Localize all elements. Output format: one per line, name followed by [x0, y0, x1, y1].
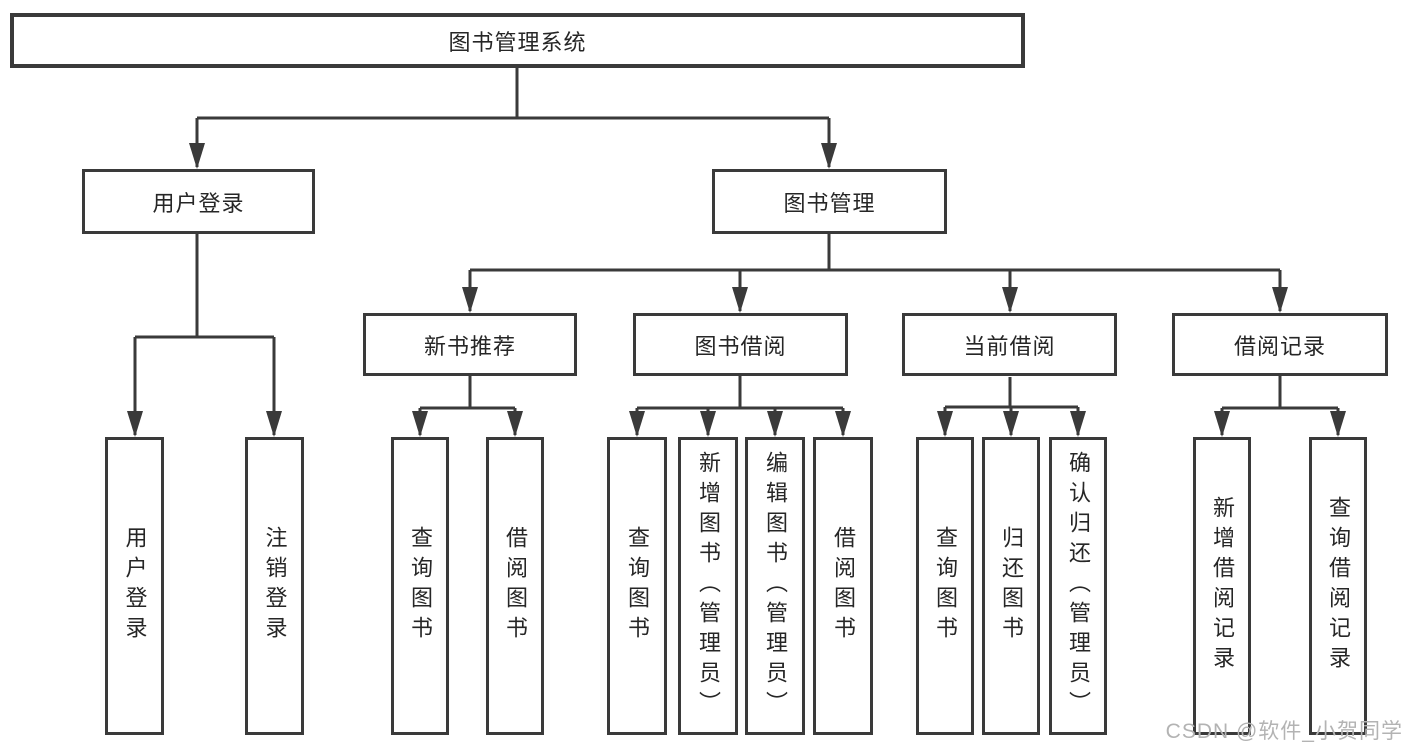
node-library-management-system-label: 图书管理系统	[448, 29, 587, 55]
node-current-borrow-label: 当前借阅	[963, 333, 1056, 359]
leaf-user-login-label: 用户登录	[122, 526, 148, 646]
leaf-confirm-return-admin: 确认归还（管理员）	[1049, 437, 1107, 735]
leaf-return-books: 归还图书	[982, 437, 1040, 735]
leaf-add-books-admin: 新增图书（管理员）	[678, 437, 738, 735]
node-borrow-records: 借阅记录	[1172, 313, 1388, 376]
leaf-add-borrow-record: 新增借阅记录	[1193, 437, 1251, 735]
leaf-recommend-borrow-books: 借阅图书	[486, 437, 544, 735]
leaf-user-login: 用户登录	[105, 437, 164, 735]
node-current-borrow: 当前借阅	[902, 313, 1117, 376]
leaf-borrow-query-books: 查询图书	[607, 437, 667, 735]
connector-records-children	[1214, 376, 1346, 437]
node-book-borrow: 图书借阅	[633, 313, 848, 376]
node-user-login: 用户登录	[82, 169, 315, 234]
leaf-recommend-borrow-books-label: 借阅图书	[503, 526, 528, 646]
leaf-return-books-label: 归还图书	[999, 526, 1024, 646]
node-book-management: 图书管理	[712, 169, 947, 234]
connector-borrow-children	[629, 376, 851, 437]
node-new-book-recommend: 新书推荐	[363, 313, 577, 376]
leaf-edit-books-admin: 编辑图书（管理员）	[745, 437, 805, 735]
node-new-book-recommend-label: 新书推荐	[423, 333, 516, 359]
leaf-recommend-query-books-label: 查询图书	[408, 526, 433, 646]
leaf-edit-books-admin-label: 编辑图书（管理员）	[763, 451, 788, 721]
node-library-management-system: 图书管理系统	[10, 13, 1025, 68]
watermark: CSDN @软件_小贺同学	[1165, 720, 1403, 743]
node-user-login-label: 用户登录	[152, 190, 245, 216]
leaf-recommend-query-books: 查询图书	[391, 437, 449, 735]
connector-recommend-children	[412, 376, 523, 437]
node-borrow-records-label: 借阅记录	[1233, 333, 1326, 359]
leaf-borrow-books: 借阅图书	[813, 437, 873, 735]
node-book-borrow-label: 图书借阅	[694, 333, 787, 359]
leaf-borrow-books-label: 借阅图书	[831, 526, 856, 646]
connector-current-borrow-children	[937, 377, 1086, 437]
connector-user-login-children	[127, 234, 282, 437]
connector-root-to-level2	[189, 68, 837, 169]
node-book-management-label: 图书管理	[783, 190, 876, 216]
leaf-current-query-books-label: 查询图书	[933, 526, 958, 646]
leaf-current-query-books: 查询图书	[916, 437, 974, 735]
leaf-add-books-admin-label: 新增图书（管理员）	[696, 451, 721, 721]
leaf-query-borrow-record-label: 查询借阅记录	[1326, 496, 1351, 676]
connector-book-management-children	[462, 234, 1288, 313]
leaf-logout-label: 注销登录	[262, 526, 288, 646]
leaf-query-borrow-record: 查询借阅记录	[1309, 437, 1367, 735]
leaf-add-borrow-record-label: 新增借阅记录	[1210, 496, 1235, 676]
leaf-logout: 注销登录	[245, 437, 304, 735]
leaf-confirm-return-admin-label: 确认归还（管理员）	[1066, 451, 1091, 721]
leaf-borrow-query-books-label: 查询图书	[625, 526, 650, 646]
